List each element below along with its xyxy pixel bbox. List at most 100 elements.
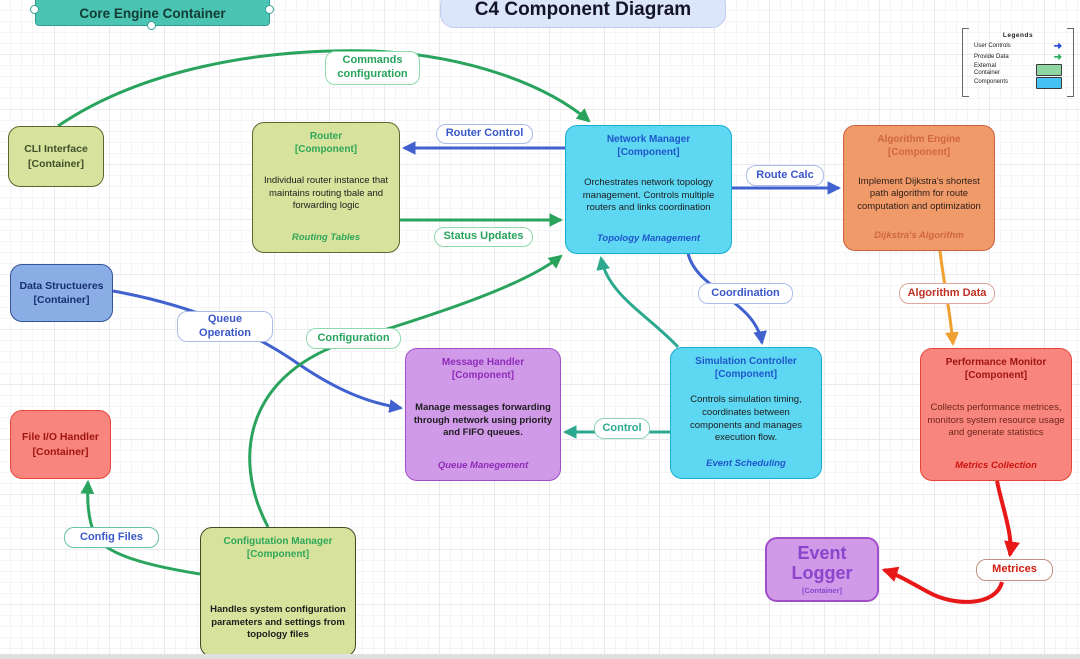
external-container-swatch (1036, 63, 1062, 76)
edge-label-text: Route Calc (756, 168, 814, 181)
node-tag: Metrics Collection (955, 460, 1037, 471)
node-description: Controls simulation timing, coordinates … (690, 394, 802, 444)
edge-sim-to-network[interactable] (596, 255, 680, 349)
node-header: Simulation Controller [Component] (695, 355, 797, 381)
node-title: Algorithm Engine (877, 134, 961, 145)
node-message-handler[interactable]: Message Handler [Component] Manage messa… (405, 348, 561, 481)
diagram-title-label: C4 Component Diagram (474, 0, 692, 20)
edge-metrices-to-logger[interactable] (881, 566, 1004, 604)
legend[interactable]: Legends User Controls ➜ Provide Data ➜ E… (962, 28, 1074, 97)
node-performance-monitor[interactable]: Performance Monitor [Component] Collects… (920, 348, 1072, 481)
core-engine-container-label: Core Engine Container (79, 6, 226, 21)
edge-label-text: Router Control (445, 127, 524, 140)
node-tag: Event Scheduling (706, 458, 786, 469)
edge-label-route-calc[interactable]: Route Calc (746, 165, 824, 186)
node-title: File I/O Handler (21, 431, 100, 444)
node-configuration-manager[interactable]: Configutation Manager [Component] Handle… (200, 527, 356, 657)
legend-row-external-container: External Container (974, 63, 1062, 77)
legend-label: User Controls (974, 43, 1011, 50)
legend-title: Legends (1002, 32, 1034, 39)
node-cli-interface[interactable]: CLI Interface [Container] (8, 126, 104, 187)
green-arrow-icon: ➜ (1053, 51, 1062, 63)
node-title: Router (309, 131, 343, 142)
node-description: Individual router instance that maintain… (263, 175, 389, 212)
edge-label-configuration[interactable]: Configuration (306, 328, 401, 349)
edge-label-coordination[interactable]: Coordination (698, 283, 793, 304)
node-title: Message Handler (441, 357, 525, 368)
node-tag: Topology Management (596, 233, 701, 244)
edge-label-text: Config Files (80, 530, 143, 543)
node-data-structures[interactable]: Data Structueres [Container] (10, 264, 113, 322)
node-subtitle: [Container] (28, 157, 84, 170)
node-tag: Dijkstra's Algorithm (874, 230, 964, 241)
components-swatch (1036, 76, 1062, 89)
node-file-io-handler[interactable]: File I/O Handler [Container] (10, 410, 111, 479)
edge-label-algorithm-data[interactable]: Algorithm Data (899, 283, 995, 304)
node-subtitle: [Container] (32, 445, 89, 458)
node-algorithm-engine[interactable]: Algorithm Engine [Component] Implement D… (843, 125, 995, 251)
node-type: [Component] (617, 147, 680, 158)
node-title: Simulation Controller (695, 356, 797, 367)
node-header: Configutation Manager [Component] (224, 535, 333, 561)
node-description: Collects performance metrices, monitors … (927, 402, 1065, 439)
node-type: [Component] (887, 147, 951, 158)
node-type: [Component] (964, 370, 1028, 381)
node-subtitle: [Container] (802, 585, 842, 595)
diagram-title[interactable]: C4 Component Diagram (440, 0, 726, 28)
node-header: Message Handler [Component] (442, 356, 524, 382)
edge-label-control[interactable]: Control (594, 418, 650, 439)
legend-label: Components (974, 79, 1009, 86)
selection-handle-left[interactable] (30, 5, 39, 14)
legend-row-provide-data: Provide Data ➜ (974, 52, 1062, 63)
edge-commands-configuration[interactable] (57, 49, 591, 128)
node-header: Network Manager [Component] (607, 133, 690, 159)
node-router[interactable]: Router [Component] Individual router ins… (252, 122, 400, 253)
node-header: Router [Component] (295, 130, 357, 156)
edge-label-router-control[interactable]: Router Control (436, 124, 533, 144)
node-type: [Component] (246, 549, 310, 560)
node-description: Implement Dijkstra's shortest path algor… (857, 175, 981, 212)
node-title: Event Logger (791, 543, 853, 583)
node-tag: Routing Tables (291, 232, 361, 243)
node-type: [Component] (714, 369, 778, 380)
node-title: Configutation Manager (223, 536, 333, 547)
selection-handle-bottom[interactable] (147, 21, 156, 30)
node-event-logger[interactable]: Event Logger [Container] (765, 537, 879, 602)
node-type: [Component] (451, 370, 515, 381)
node-header: Performance Monitor [Component] (946, 356, 1047, 382)
node-header: Algorithm Engine [Component] (877, 133, 960, 159)
node-title: Data Structueres (19, 279, 104, 292)
node-description: Manage messages forwarding through netwo… (413, 402, 553, 439)
legend-label: Provide Data (974, 54, 1009, 61)
node-description: Orchestrates network topology management… (582, 177, 715, 214)
edge-label-status-updates[interactable]: Status Updates (434, 227, 533, 247)
edge-metrices-down[interactable] (995, 480, 1020, 558)
node-network-manager[interactable]: Network Manager [Component] Orchestrates… (565, 125, 732, 254)
edge-label-text: Queue Operation (199, 312, 251, 339)
edge-label-config-files[interactable]: Config Files (64, 527, 159, 548)
legend-label: External Container (974, 63, 1001, 76)
edge-label-commands-configuration[interactable]: Commands configuration (325, 51, 420, 85)
edge-label-text: Configuration (317, 331, 390, 344)
selection-handle-right[interactable] (265, 5, 274, 14)
node-subtitle: [Container] (33, 294, 90, 306)
legend-row-user-controls: User Controls ➜ (974, 41, 1062, 52)
legend-row-components: Components (974, 76, 1062, 89)
edge-label-text: Control (602, 421, 642, 434)
node-type: [Component] (294, 144, 358, 155)
edge-label-text: Status Updates (443, 230, 524, 243)
node-tag: Queue Manegement (437, 460, 529, 471)
blue-arrow-icon: ➜ (1053, 40, 1062, 52)
node-title: CLI Interface (24, 143, 88, 156)
node-simulation-controller[interactable]: Simulation Controller [Component] Contro… (670, 347, 822, 479)
canvas-bottom-edge (0, 654, 1080, 659)
edge-queue-operation[interactable] (112, 289, 404, 413)
edge-label-text: Metrices (992, 563, 1037, 576)
node-title: Performance Monitor (945, 357, 1047, 368)
edge-label-text: Coordination (711, 286, 780, 299)
edge-label-text: Commands configuration (337, 54, 408, 80)
edge-label-queue-operation[interactable]: Queue Operation (177, 311, 273, 342)
edge-label-metrices[interactable]: Metrices (976, 559, 1053, 581)
